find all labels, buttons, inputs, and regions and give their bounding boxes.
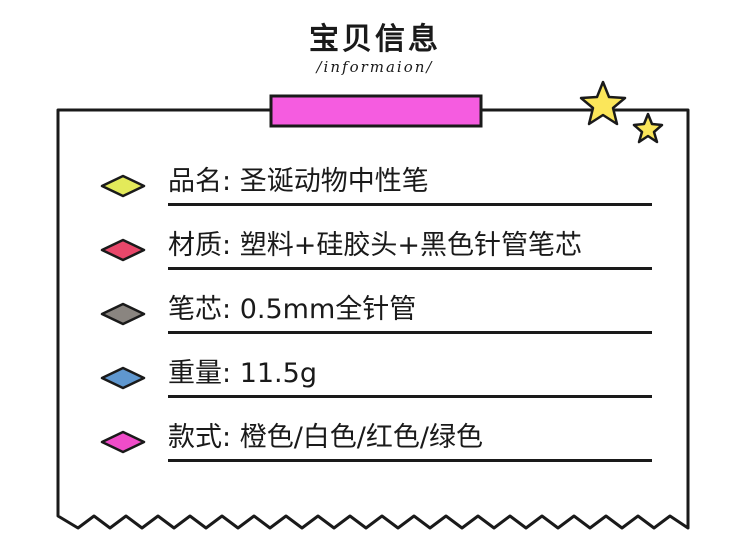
card-border xyxy=(56,108,690,530)
row-label: 品名: xyxy=(168,166,232,197)
info-row-refill: 笔芯: 0.5mm全针管 xyxy=(100,290,652,334)
red-diamond-icon xyxy=(100,238,146,262)
blue-diamond-icon xyxy=(100,366,146,390)
row-value: 0.5mm全针管 xyxy=(239,294,417,325)
yellow-diamond-icon xyxy=(100,174,146,198)
row-label: 笔芯: xyxy=(168,294,232,325)
row-text: 品名: 圣诞动物中性笔 xyxy=(168,164,429,200)
row-text: 款式: 橙色/白色/红色/绿色 xyxy=(168,420,483,456)
page-title: 宝贝信息 xyxy=(309,22,441,57)
header-tab xyxy=(269,94,483,128)
row-underline xyxy=(168,203,652,206)
row-value: 圣诞动物中性笔 xyxy=(239,166,429,197)
info-row-material: 材质: 塑料+硅胶头+黑色针管笔芯 xyxy=(100,226,652,270)
info-row-style: 款式: 橙色/白色/红色/绿色 xyxy=(100,418,652,462)
star-icon xyxy=(579,80,627,126)
row-value: 橙色/白色/红色/绿色 xyxy=(239,422,483,453)
page-subtitle: /informaion/ xyxy=(316,58,434,76)
info-row-name: 品名: 圣诞动物中性笔 xyxy=(100,162,652,206)
small-star-icon xyxy=(632,112,664,144)
row-value: 11.5g xyxy=(239,358,317,389)
info-row-weight: 重量: 11.5g xyxy=(100,354,652,398)
row-underline xyxy=(168,395,652,398)
row-underline xyxy=(168,459,652,462)
row-label: 材质: xyxy=(168,230,232,261)
row-text: 重量: 11.5g xyxy=(168,356,317,392)
row-text: 笔芯: 0.5mm全针管 xyxy=(168,292,416,328)
pink-diamond-icon xyxy=(100,430,146,454)
gray-diamond-icon xyxy=(100,302,146,326)
row-text: 材质: 塑料+硅胶头+黑色针管笔芯 xyxy=(168,228,582,264)
row-underline xyxy=(168,267,652,270)
row-value: 塑料+硅胶头+黑色针管笔芯 xyxy=(239,230,582,261)
row-label: 重量: xyxy=(168,358,232,389)
row-label: 款式: xyxy=(168,422,232,453)
row-underline xyxy=(168,331,652,334)
